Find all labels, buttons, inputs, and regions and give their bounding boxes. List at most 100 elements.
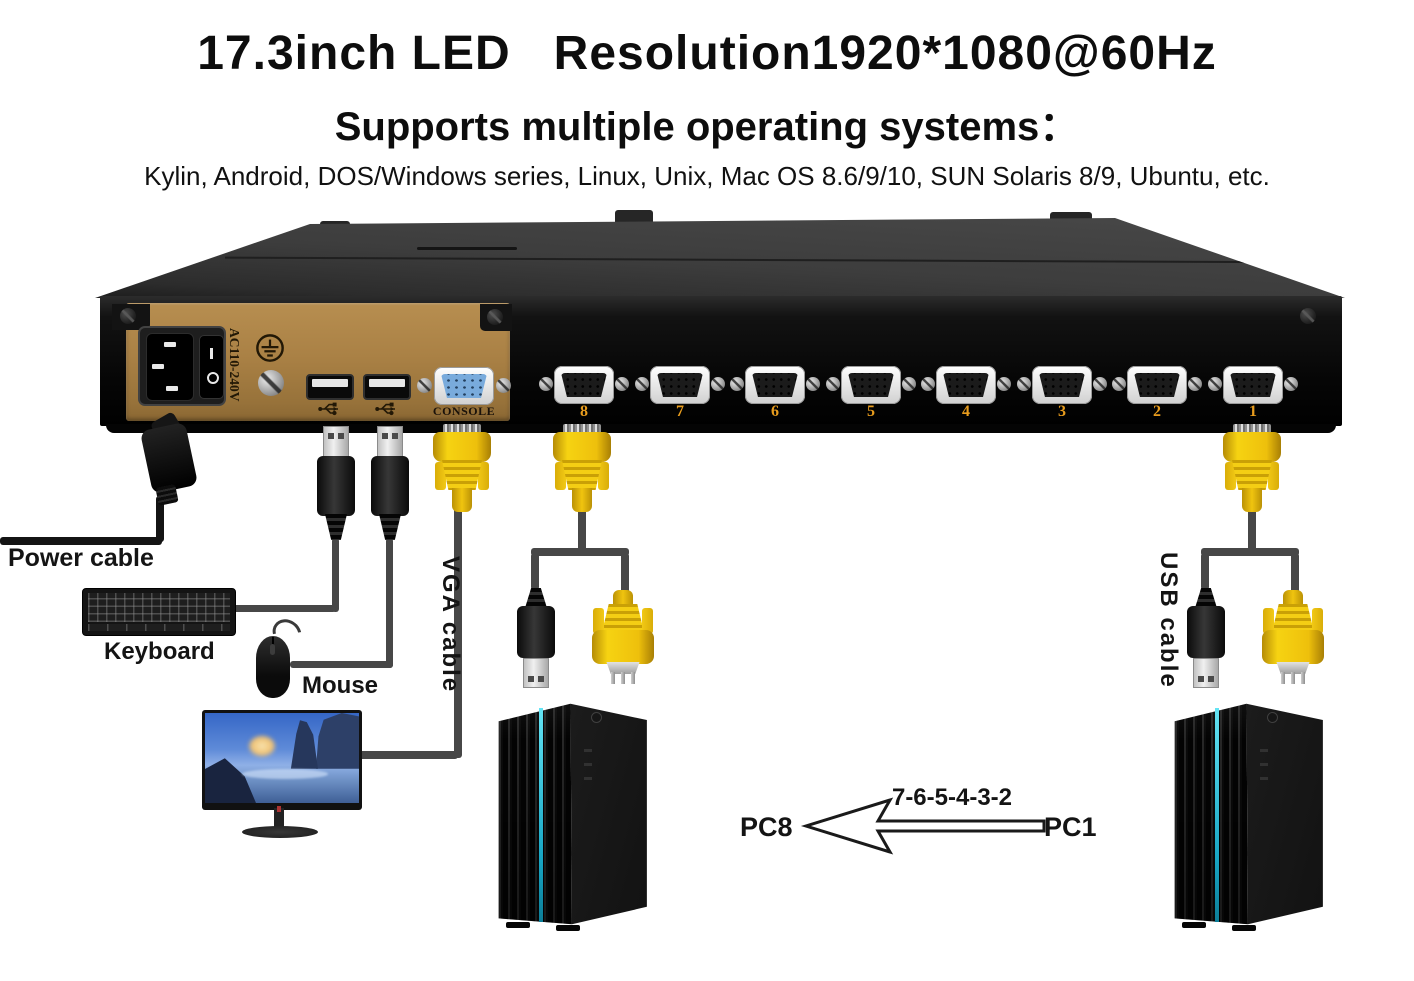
screw <box>997 377 1011 391</box>
lid-tab-center <box>615 210 653 224</box>
kvm-cable-1 <box>1291 553 1299 593</box>
usb-cable-label: USB cable <box>1155 552 1182 689</box>
port-number: 4 <box>962 403 970 420</box>
screw <box>539 377 553 391</box>
screw <box>487 309 503 325</box>
power-switch[interactable] <box>199 335 224 399</box>
screw <box>921 377 935 391</box>
kvm8-usb-plug <box>517 588 555 690</box>
usb-icon <box>318 402 338 416</box>
keyboard-usb-plug <box>317 426 355 544</box>
title-os-support: Supports multiple operating systems： <box>334 105 1080 149</box>
port-number: 3 <box>1058 403 1066 420</box>
pc-tower-right <box>1170 698 1326 932</box>
mouse-usb-plug <box>371 426 409 544</box>
kvm-cable-8 <box>578 505 586 551</box>
kvm-cable-1 <box>1201 553 1209 590</box>
power-cable-wire <box>156 496 164 542</box>
port-number: 7 <box>676 403 684 420</box>
pc-power-button[interactable] <box>1266 711 1278 723</box>
monitor-stand-accent <box>277 806 281 812</box>
screw <box>730 377 744 391</box>
mouse-cable <box>290 661 393 668</box>
monitor-screen <box>205 713 359 803</box>
pc1-label: PC1 <box>1044 812 1097 842</box>
kvm1-usb-plug <box>1187 588 1225 690</box>
keyboard-cable <box>232 605 336 612</box>
kvm-top-lid <box>95 218 1345 298</box>
mouse-label: Mouse <box>302 672 379 699</box>
screw <box>826 377 840 391</box>
kvm-cable-1 <box>1201 548 1299 556</box>
pc-power-button[interactable] <box>590 711 602 723</box>
power-cable-wire <box>0 537 162 545</box>
vga-cable-wire <box>356 751 458 759</box>
screw <box>1093 377 1107 391</box>
pc-port-6[interactable] <box>745 366 805 404</box>
port-number: 1 <box>1249 403 1257 420</box>
ground-icon <box>256 334 284 362</box>
port-number: 2 <box>1153 403 1161 420</box>
kvm-cable-8 <box>531 553 539 590</box>
monitor <box>202 710 362 810</box>
pc-port-4[interactable] <box>936 366 996 404</box>
lid-seam <box>225 256 1315 264</box>
kvm8-vga-male <box>592 590 654 688</box>
console-usb-port-1[interactable] <box>306 374 354 400</box>
port-number: 6 <box>771 403 779 420</box>
pc-port-8[interactable] <box>554 366 614 404</box>
pc-led-strip <box>1215 708 1220 922</box>
screw <box>120 308 136 324</box>
pc-port-7[interactable] <box>650 366 710 404</box>
lid-handle-notch <box>417 247 517 250</box>
screw <box>635 377 649 391</box>
pc-port-2[interactable] <box>1127 366 1187 404</box>
pc-port-3[interactable] <box>1032 366 1092 404</box>
keyboard-cable <box>332 538 339 612</box>
mouse <box>256 636 290 698</box>
console-port-label: CONSOLE <box>432 404 496 418</box>
screw <box>902 377 916 391</box>
kvm8-vga-connector <box>553 424 611 512</box>
title-resolution: 17.3inch LED Resolution1920*1080@60Hz <box>197 27 1217 80</box>
console-usb-port-2[interactable] <box>363 374 411 400</box>
ac-rating-label: AC110-240V <box>227 328 242 402</box>
vga-cable-wire <box>454 505 462 758</box>
kvm-cable-8 <box>531 548 629 556</box>
port-number: 8 <box>580 403 588 420</box>
screw <box>711 377 725 391</box>
pc8-label: PC8 <box>740 812 793 842</box>
mouse-wheel <box>270 644 275 655</box>
screw <box>258 370 284 396</box>
pc-tower-left <box>494 698 650 932</box>
screw <box>1017 377 1031 391</box>
kvm-cable-1 <box>1248 505 1256 551</box>
kvm1-vga-connector <box>1223 424 1281 512</box>
monitor-stand <box>274 808 284 828</box>
power-inlet-module <box>138 326 226 406</box>
screw <box>615 377 629 391</box>
screw <box>1284 377 1298 391</box>
pc-port-1[interactable] <box>1223 366 1283 404</box>
power-cable-label: Power cable <box>8 544 154 572</box>
screw <box>417 378 432 393</box>
kvm-bottom-lip <box>106 424 1336 433</box>
kvm-cable-8 <box>621 553 629 593</box>
mouse-cable <box>386 538 393 668</box>
keyboard <box>82 588 236 636</box>
screw <box>496 378 511 393</box>
os-list: Kylin, Android, DOS/Windows series, Linu… <box>144 161 1270 191</box>
console-vga-port[interactable] <box>434 367 494 405</box>
screw <box>1300 308 1316 324</box>
power-plug-relief <box>155 484 179 506</box>
screw <box>1112 377 1126 391</box>
switch-sequence-label: 7-6-5-4-3-2 <box>891 784 1013 811</box>
console-vga-connector <box>433 424 491 512</box>
screw <box>1208 377 1222 391</box>
monitor-base <box>242 826 318 838</box>
port-number: 5 <box>867 403 875 420</box>
screw <box>1188 377 1202 391</box>
keyboard-label: Keyboard <box>104 638 215 665</box>
pc-port-5[interactable] <box>841 366 901 404</box>
